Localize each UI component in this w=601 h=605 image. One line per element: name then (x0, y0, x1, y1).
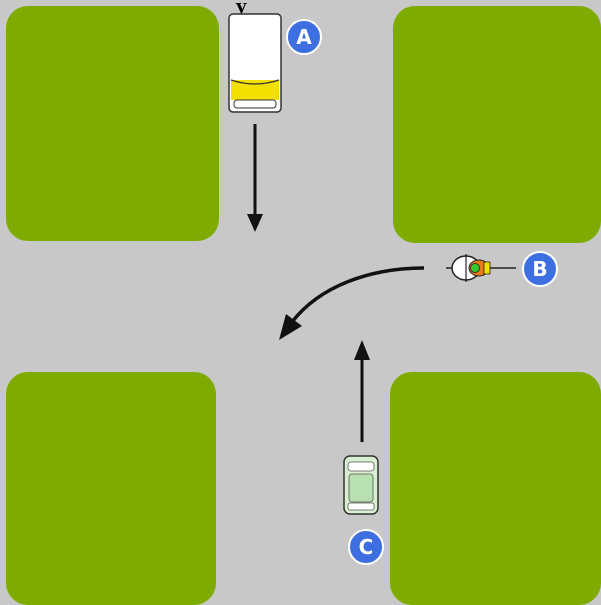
grass-block-top-right (393, 6, 601, 243)
vehicle-a-arrowhead (247, 214, 263, 232)
svg-text:B: B (532, 257, 547, 281)
vehicle-a-bus (228, 13, 282, 113)
vehicle-b-arrowhead (279, 314, 302, 340)
badge-c: C (348, 529, 384, 565)
vehicle-c-car (343, 455, 379, 515)
svg-text:C: C (359, 535, 374, 559)
svg-text:A: A (296, 25, 312, 49)
badge-b: B (522, 251, 558, 287)
vehicle-c-arrowhead (354, 340, 370, 360)
grass-block-bottom-left (6, 372, 216, 605)
vehicle-b-turn-arrow (290, 266, 425, 324)
heading-fragment: y (235, 0, 247, 17)
vehicle-b-motorcycle (446, 254, 516, 282)
grass-block-bottom-right (390, 372, 601, 605)
badge-a: A (286, 19, 322, 55)
grass-block-top-left (6, 6, 219, 241)
